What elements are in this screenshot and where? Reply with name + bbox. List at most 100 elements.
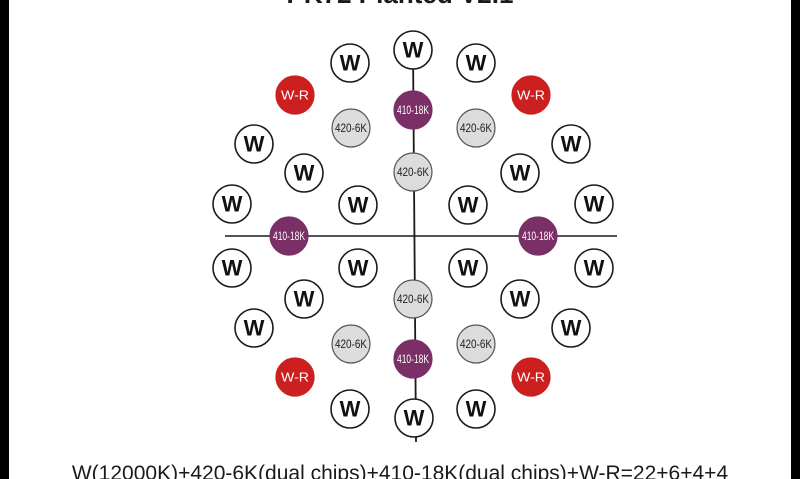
led-circle	[393, 152, 433, 192]
led-w: W	[394, 398, 434, 438]
led-w: W	[551, 308, 591, 348]
led-circle	[393, 279, 433, 319]
led-w: W	[456, 389, 496, 429]
led-420-6k: 420-6K	[331, 324, 371, 364]
led-420-6k: 420-6K	[331, 108, 371, 148]
led-circle	[511, 357, 551, 397]
led-420-6k: 420-6K	[456, 324, 496, 364]
led-circle	[456, 43, 496, 83]
led-circle	[284, 153, 324, 193]
led-label: 410-18K	[522, 229, 554, 243]
led-label: W	[404, 406, 425, 431]
led-label: W	[222, 256, 243, 281]
led-w: W	[234, 308, 274, 348]
led-w: W	[330, 43, 370, 83]
led-420-6k: 420-6K	[393, 279, 433, 319]
led-420-6k: 420-6K	[393, 152, 433, 192]
led-w: W	[212, 248, 252, 288]
led-circle	[275, 357, 315, 397]
led-label: W	[458, 193, 479, 218]
led-w: W	[551, 124, 591, 164]
led-circle	[456, 108, 496, 148]
led-circle	[331, 108, 371, 148]
led-circle	[331, 324, 371, 364]
led-label: 420-6K	[460, 337, 492, 351]
led-label: W	[584, 192, 605, 217]
led-w: W	[456, 43, 496, 83]
led-w: W	[500, 153, 540, 193]
led-circle	[448, 185, 488, 225]
led-w: W	[393, 30, 433, 70]
led-circle	[456, 324, 496, 364]
led-label: W-R	[281, 370, 309, 385]
led-circle	[574, 184, 614, 224]
led-label: W	[340, 397, 361, 422]
led-label: 410-18K	[397, 352, 429, 366]
led-circle	[338, 185, 378, 225]
led-circle	[448, 248, 488, 288]
led-circle	[393, 339, 433, 379]
led-w: W	[284, 153, 324, 193]
led-label: W	[510, 161, 531, 186]
led-w: W	[574, 184, 614, 224]
led-label: 420-6K	[335, 337, 367, 351]
led-circle	[284, 279, 324, 319]
led-label: W	[340, 51, 361, 76]
led-label: W	[584, 256, 605, 281]
led-w: W	[284, 279, 324, 319]
led-label: 420-6K	[335, 121, 367, 135]
led-w: W	[338, 185, 378, 225]
led-label: 420-6K	[397, 292, 429, 306]
led-circle	[456, 389, 496, 429]
led-circle	[234, 308, 274, 348]
led-420-6k: 420-6K	[456, 108, 496, 148]
led-circle	[275, 75, 315, 115]
led-label: W	[348, 256, 369, 281]
led-label: W	[561, 316, 582, 341]
led-w-r: W-R	[511, 357, 551, 397]
led-circle	[393, 30, 433, 70]
led-circle	[393, 90, 433, 130]
led-label: W	[466, 397, 487, 422]
led-w: W	[448, 185, 488, 225]
led-circle	[338, 248, 378, 288]
led-w: W	[448, 248, 488, 288]
led-label: W-R	[281, 88, 309, 103]
diagram-title: PK72 Planted V2.1	[9, 0, 791, 10]
led-label: W-R	[517, 88, 545, 103]
led-circle	[518, 216, 558, 256]
led-410-18k: 410-18K	[393, 339, 433, 379]
led-circle	[500, 279, 540, 319]
led-label: W	[403, 38, 424, 63]
led-w-r: W-R	[275, 75, 315, 115]
led-label: 420-6K	[397, 165, 429, 179]
led-label: W	[561, 132, 582, 157]
led-circle	[574, 248, 614, 288]
led-label: W-R	[517, 370, 545, 385]
led-circle	[330, 389, 370, 429]
led-formula-caption: W(12000K)+420-6K(dual chips)+410-18K(dua…	[71, 462, 729, 479]
led-410-18k: 410-18K	[393, 90, 433, 130]
led-label: W	[510, 287, 531, 312]
led-circle	[330, 43, 370, 83]
led-label: 410-18K	[273, 229, 305, 243]
led-w: W	[330, 389, 370, 429]
led-label: W	[466, 51, 487, 76]
led-w: W	[338, 248, 378, 288]
led-circle	[511, 75, 551, 115]
led-w: W	[500, 279, 540, 319]
led-label: W	[294, 161, 315, 186]
led-label: W	[458, 256, 479, 281]
diagram-frame: PK72 Planted V2.1 WWWW-R410-18KW-R420-6K…	[9, 0, 791, 479]
led-circle	[551, 308, 591, 348]
led-w-r: W-R	[511, 75, 551, 115]
led-label: W	[244, 132, 265, 157]
led-410-18k: 410-18K	[518, 216, 558, 256]
led-circle	[212, 248, 252, 288]
led-label: W	[294, 287, 315, 312]
led-circle	[212, 184, 252, 224]
led-w: W	[574, 248, 614, 288]
led-w: W	[234, 124, 274, 164]
